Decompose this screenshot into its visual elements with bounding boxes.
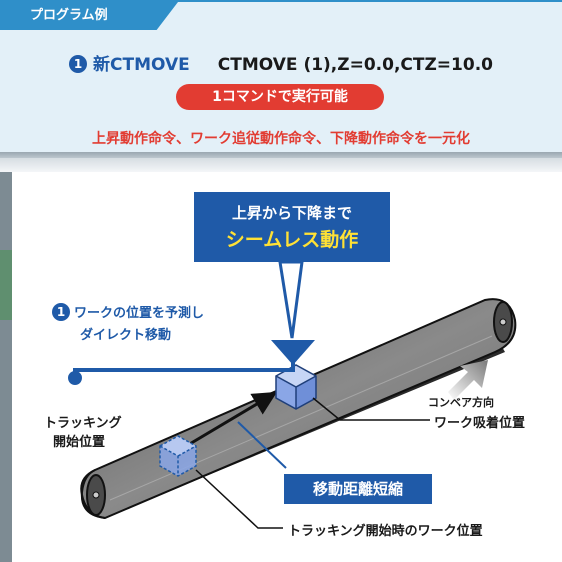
tracking-start-marker xyxy=(68,371,82,385)
start-position-leader-line xyxy=(195,469,283,529)
predict-line-2: ダイレクト移動 xyxy=(80,328,172,343)
section-gap xyxy=(0,158,562,172)
left-edge-strip-accent xyxy=(0,250,12,320)
predict-label: 1 ワークの位置を予測し xyxy=(52,302,204,321)
work-trajectory-arrow xyxy=(187,391,278,447)
program-example-panel: プログラム例 1 新CTMOVE CTMOVE (1),Z=0.0,CTZ=10.0… xyxy=(0,0,562,160)
suction-leader-line xyxy=(312,397,430,421)
tracking-start-line-1: トラッキング xyxy=(44,416,122,431)
callout-line-1: 上昇から下降まで xyxy=(231,204,352,222)
single-command-badge: 1コマンドで実行可能 xyxy=(176,84,384,110)
code-line: 1 新CTMOVE CTMOVE (1),Z=0.0,CTZ=10.0 xyxy=(0,50,562,75)
tracking-start-work-position-label: トラッキング開始時のワーク位置 xyxy=(288,524,483,539)
command-code: CTMOVE (1),Z=0.0,CTZ=10.0 xyxy=(217,55,493,75)
predict-number-badge: 1 xyxy=(52,303,70,321)
callout-tail xyxy=(278,260,304,339)
callout-line-2: シームレス動作 xyxy=(225,229,359,251)
suction-position-label: ワーク吸着位置 xyxy=(434,416,526,431)
prediction-path xyxy=(73,350,295,376)
tracking-start-line-2: 開始位置 xyxy=(52,435,105,450)
start-work-cube xyxy=(159,435,197,477)
suction-work-cube xyxy=(275,364,317,410)
program-example-tab: プログラム例 xyxy=(0,2,178,30)
predict-line-1: ワークの位置を予測し xyxy=(74,306,205,321)
item-number-badge: 1 xyxy=(69,55,87,73)
distance-shortened-badge: 移動距離短縮 xyxy=(284,474,432,504)
shorten-leader-line xyxy=(237,421,287,469)
tracking-start-label: トラッキング 開始位置 xyxy=(44,412,122,450)
new-command-label: 新CTMOVE xyxy=(93,55,190,75)
conveyor-direction-label: コンベア方向 xyxy=(428,396,494,409)
conveyor-direction-arrow xyxy=(448,360,488,400)
panel-divider xyxy=(0,152,562,160)
unification-summary: 上昇動作命令、ワーク追従動作命令、下降動作命令を一元化 xyxy=(92,131,470,147)
seamless-callout: 上昇から下降まで シームレス動作 xyxy=(194,192,390,262)
